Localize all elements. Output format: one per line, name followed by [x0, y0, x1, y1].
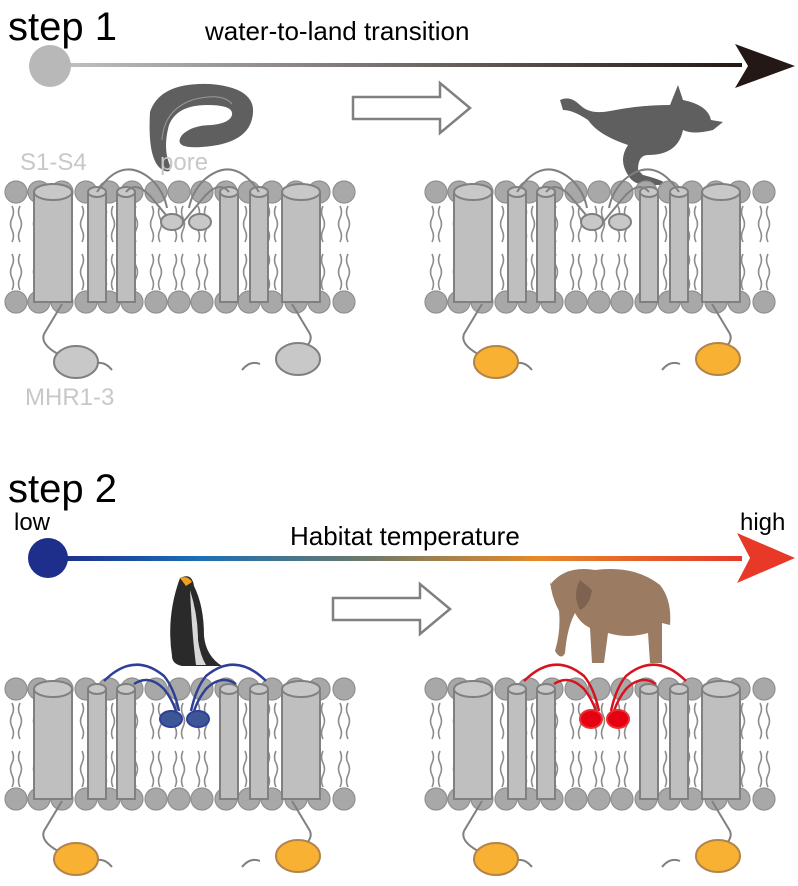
s1-s4-label: S1-S4 — [20, 149, 87, 176]
mhr-domain-right — [695, 839, 741, 873]
step1-left-channel — [5, 168, 355, 379]
pore-loop-left — [579, 709, 603, 729]
elephant-organism-icon — [550, 569, 671, 663]
pore-loop-left — [159, 710, 183, 728]
frog-organism-icon — [560, 85, 723, 185]
step1-right-channel — [425, 168, 775, 379]
pore-loop-right — [186, 710, 210, 728]
step1-axis-start-dot — [29, 45, 71, 87]
mhr-label: MHR1-3 — [25, 384, 114, 411]
pore-loop-right — [188, 213, 212, 231]
step1-axis-line — [62, 63, 742, 67]
mhr-domain-left — [53, 842, 99, 876]
step2-transition-arrow-icon — [331, 581, 452, 637]
mhr-domain-right — [275, 839, 321, 873]
step2-axis-line — [62, 556, 742, 561]
mhr-domain-left — [473, 842, 519, 876]
step2-axis-arrowhead-icon — [737, 533, 795, 583]
step1-axis-label: water-to-land transition — [204, 16, 469, 46]
worm-organism-icon — [149, 83, 254, 172]
step2-left-channel — [5, 663, 355, 876]
mhr-domain-left — [53, 345, 99, 379]
step2-label: step 2 — [8, 467, 117, 511]
pore-loop-left — [160, 213, 184, 231]
mhr-domain-right — [275, 342, 321, 376]
step1-transition-arrow-icon — [351, 80, 472, 136]
high-label: high — [740, 509, 785, 536]
low-label: low — [14, 509, 51, 536]
step2-axis-label: Habitat temperature — [290, 521, 520, 551]
step1-label: step 1 — [8, 5, 117, 49]
mhr-domain-right — [695, 342, 741, 376]
mhr-domain-left — [473, 345, 519, 379]
step2-axis-start-dot — [28, 538, 68, 578]
penguin-organism-icon — [170, 576, 222, 666]
pore-loop-right — [606, 709, 630, 729]
pore-loop-right — [608, 213, 632, 231]
step2-panel: step 2 low high Habitat temperature — [5, 467, 795, 876]
pore-loop-left — [580, 213, 604, 231]
step1-panel: step 1 water-to-land transition S1-S4 po… — [5, 5, 795, 411]
step1-axis-arrowhead-icon — [735, 44, 795, 88]
step2-right-channel — [425, 663, 775, 876]
pore-label: pore — [160, 149, 208, 176]
